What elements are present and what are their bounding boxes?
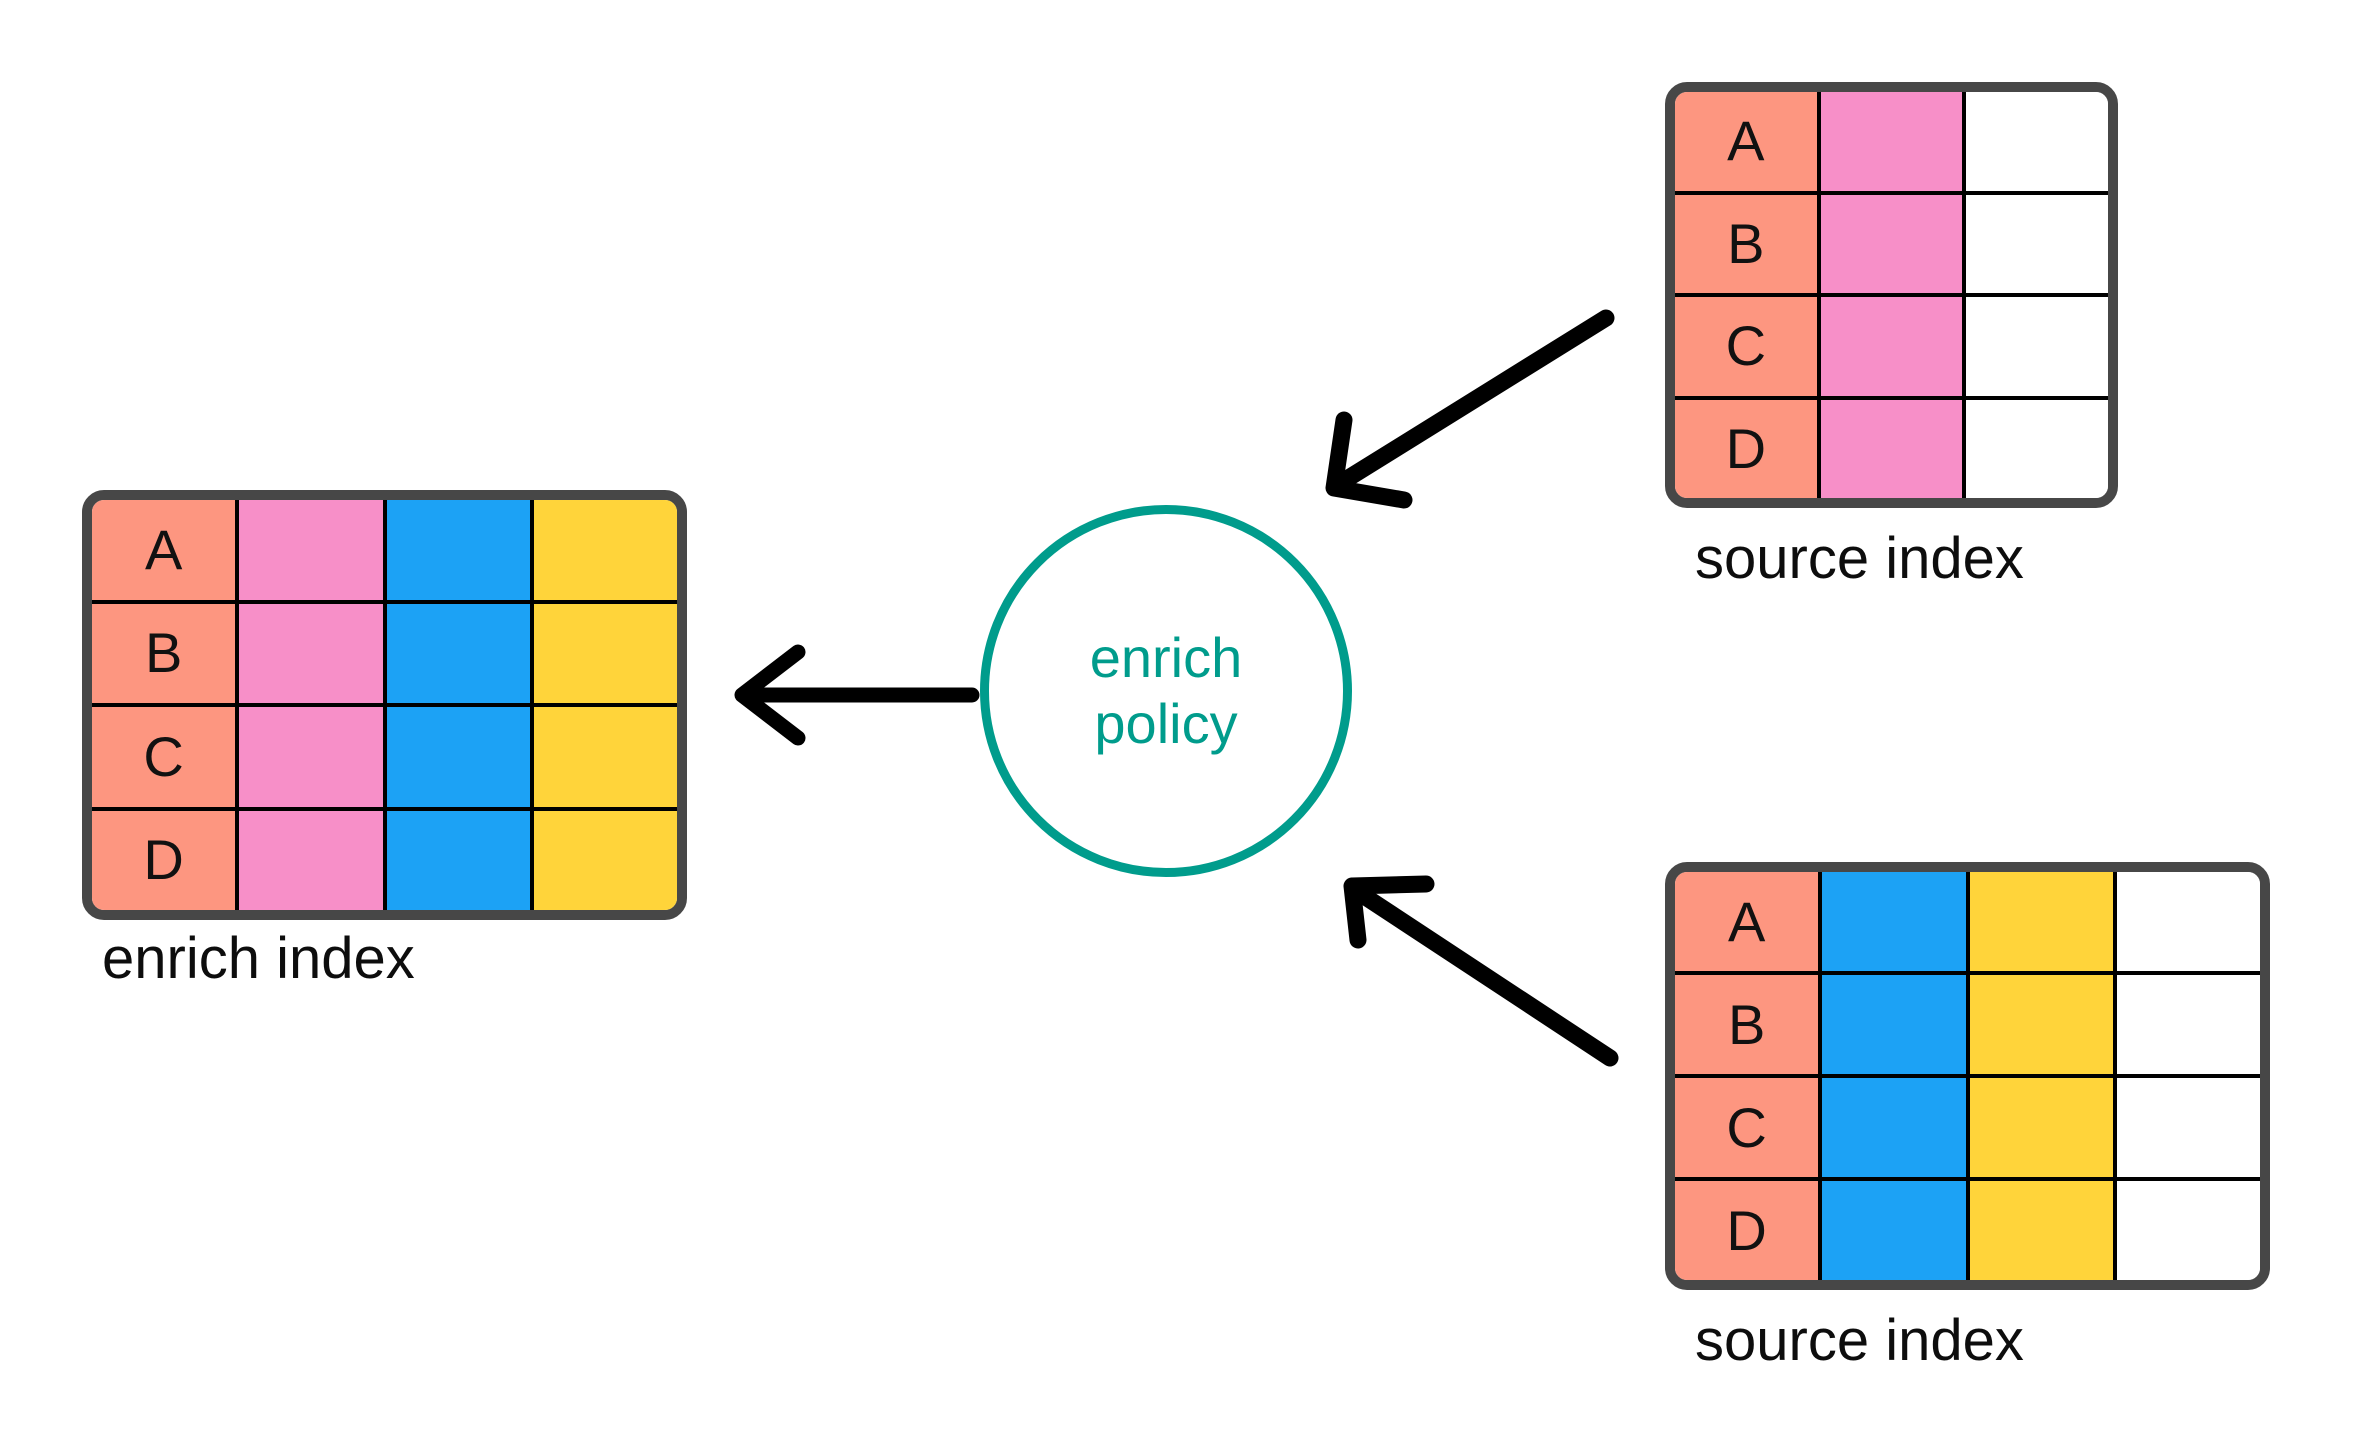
value-cell-pink bbox=[1820, 297, 1967, 396]
value-cell-yellow bbox=[1969, 975, 2117, 1074]
value-cell-empty bbox=[2116, 872, 2260, 971]
value-cell-yellow bbox=[533, 500, 677, 600]
value-cell-empty bbox=[1966, 194, 2108, 293]
value-cell-blue bbox=[386, 707, 534, 807]
value-cell-pink bbox=[1820, 194, 1967, 293]
value-cell-pink bbox=[239, 500, 387, 600]
value-cell-yellow bbox=[533, 707, 677, 807]
value-cell-blue bbox=[1822, 1078, 1970, 1177]
value-cell-pink bbox=[239, 707, 387, 807]
source-index-bottom-table: A B C D bbox=[1665, 862, 2270, 1290]
value-cell-empty bbox=[2116, 1078, 2260, 1177]
key-cell: A bbox=[1675, 872, 1823, 971]
table-row: B bbox=[92, 603, 677, 707]
value-cell-blue bbox=[1822, 975, 1970, 1074]
table-row: D bbox=[1675, 399, 2108, 498]
key-cell: B bbox=[1675, 975, 1823, 1074]
enrich-policy-label-line2: policy bbox=[1094, 692, 1238, 755]
value-cell-yellow bbox=[1969, 1078, 2117, 1177]
table-row: B bbox=[1675, 194, 2108, 297]
table-row: D bbox=[1675, 1181, 2260, 1280]
value-cell-empty bbox=[1966, 297, 2108, 396]
value-cell-yellow bbox=[1969, 1181, 2117, 1280]
value-cell-empty bbox=[1966, 92, 2108, 191]
arrow-policy-to-enrich-index bbox=[734, 644, 980, 746]
value-cell-pink bbox=[239, 810, 387, 910]
value-cell-pink bbox=[239, 603, 387, 703]
key-cell: A bbox=[92, 500, 240, 600]
value-cell-pink bbox=[1820, 92, 1967, 191]
arrow-source-top-to-policy bbox=[1325, 309, 1615, 509]
value-cell-yellow bbox=[533, 810, 677, 910]
key-cell: C bbox=[92, 707, 240, 807]
enrich-policy-label-line1: enrich bbox=[1089, 625, 1243, 689]
key-cell: A bbox=[1675, 92, 1821, 191]
value-cell-empty bbox=[2116, 1181, 2260, 1280]
enrich-policy-node[interactable]: enrich policy bbox=[980, 505, 1352, 877]
key-cell: D bbox=[1675, 1181, 1823, 1280]
key-cell: D bbox=[92, 810, 240, 910]
table-row: C bbox=[92, 707, 677, 811]
value-cell-yellow bbox=[1969, 872, 2117, 971]
source-index-top-table: A B C D bbox=[1665, 82, 2118, 508]
table-row: C bbox=[1675, 297, 2108, 400]
key-cell: D bbox=[1675, 399, 1821, 498]
value-cell-blue bbox=[1822, 872, 1970, 971]
table-row: A bbox=[1675, 872, 2260, 975]
source-index-bottom-caption: source index bbox=[1695, 1308, 2024, 1373]
enrich-index-caption: enrich index bbox=[102, 926, 415, 991]
key-cell: B bbox=[92, 603, 240, 703]
value-cell-empty bbox=[2116, 975, 2260, 1074]
value-cell-yellow bbox=[533, 603, 677, 703]
key-cell: C bbox=[1675, 1078, 1823, 1177]
table-row: A bbox=[1675, 92, 2108, 195]
table-row: B bbox=[1675, 975, 2260, 1078]
table-row: C bbox=[1675, 1078, 2260, 1181]
source-index-top-caption: source index bbox=[1695, 526, 2024, 591]
value-cell-blue bbox=[1822, 1181, 1970, 1280]
value-cell-blue bbox=[386, 500, 534, 600]
key-cell: C bbox=[1675, 297, 1821, 396]
value-cell-empty bbox=[1966, 399, 2108, 498]
value-cell-blue bbox=[386, 810, 534, 910]
table-row: D bbox=[92, 810, 677, 910]
value-cell-blue bbox=[386, 603, 534, 703]
arrow-source-bottom-to-policy bbox=[1343, 875, 1619, 1067]
enrich-index-table: A B C D bbox=[82, 490, 687, 920]
key-cell: B bbox=[1675, 194, 1821, 293]
table-row: A bbox=[92, 500, 677, 604]
value-cell-pink bbox=[1820, 399, 1967, 498]
